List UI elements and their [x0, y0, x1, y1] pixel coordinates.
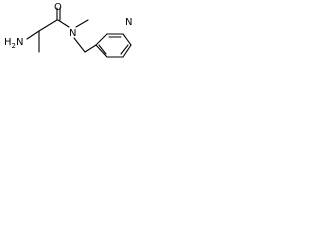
bonds: [26, 7, 97, 53]
atom-amine-h: H: [4, 37, 12, 48]
bond-calpha-carbonyl: [38, 19, 58, 32]
bond-carbonyl-amide-n: [57, 19, 70, 28]
atom-carbonyl-oxygen: O: [54, 2, 62, 13]
atom-amide-nitrogen: N: [69, 28, 76, 39]
ring-double-2: [120, 44, 129, 55]
bond-amide-n-methyl: [75, 19, 89, 28]
ring-bond-6: [95, 44, 108, 58]
atom-amine: H2N: [4, 37, 23, 50]
bond-calpha-amine: [26, 30, 40, 40]
atom-pyridine-nitrogen: N: [125, 17, 132, 28]
ring-bond-1: [95, 33, 108, 46]
atom-labels: H2N O N N: [4, 2, 132, 50]
bond-amide-n-ch2: [73, 37, 86, 53]
ring-bond-3: [122, 33, 132, 46]
molecule-structure: H2N O N N: [4, 2, 132, 58]
bond-ch2-ring: [84, 44, 97, 53]
atom-amine-n: N: [16, 37, 23, 48]
atom-amine-sub: 2: [12, 42, 16, 50]
pyridine-ring: [95, 33, 132, 58]
ring-bond-4: [122, 44, 132, 58]
ring-double-3: [98, 44, 107, 55]
